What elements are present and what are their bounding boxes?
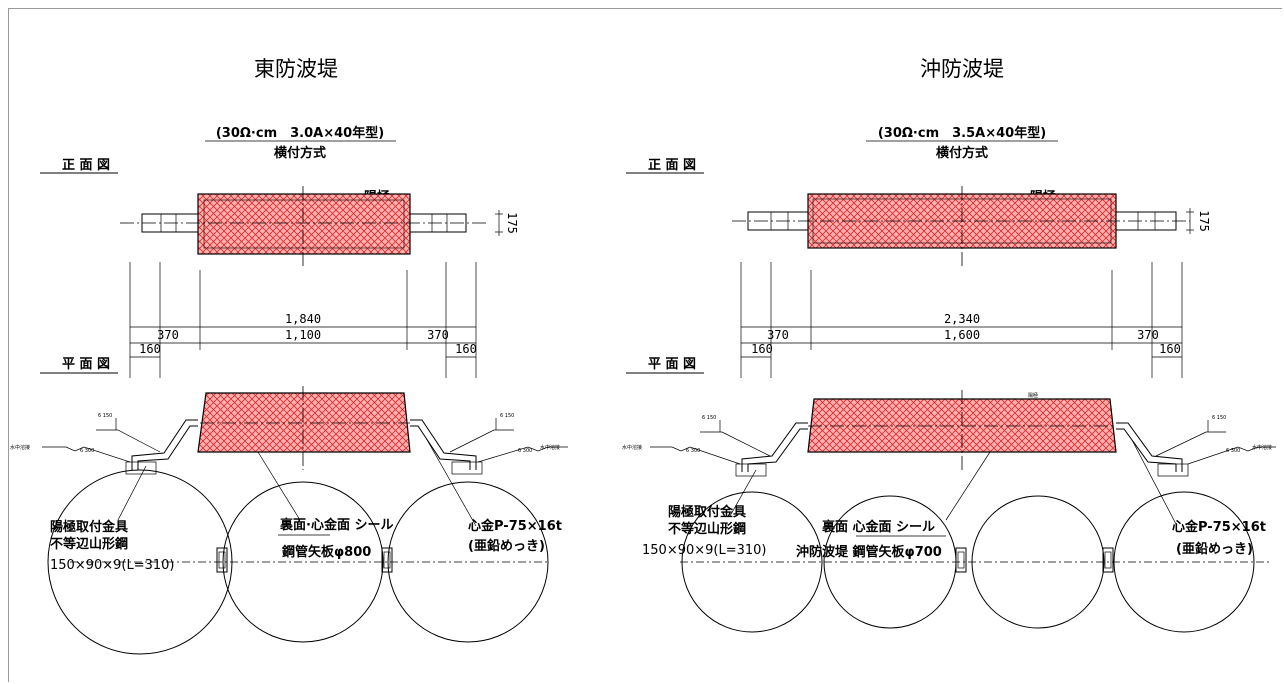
dim-height: 175 bbox=[1197, 210, 1211, 232]
dim-small-left: 160 bbox=[139, 342, 161, 356]
dim-mid: 1,100 bbox=[285, 328, 321, 342]
spec-line-1: (30Ω·cm 3.5A×40年型) bbox=[878, 125, 1046, 141]
pile-3 bbox=[387, 481, 549, 643]
panel-east: 東防波堤 (30Ω·cm 3.0A×40年型) 横付方式 正 面 図 陽極 17… bbox=[10, 57, 568, 655]
dim-mid: 1,600 bbox=[944, 328, 980, 342]
weld-text-right: 水中溶接 bbox=[1252, 444, 1272, 451]
seal-label: 裏面·心金面 シール bbox=[279, 517, 393, 533]
core-line-2: (亜鉛めっき) bbox=[1176, 541, 1253, 557]
bracket-line-3: 150×90×9(L=310) bbox=[50, 558, 175, 573]
anode-plan-label: 陽極 bbox=[1028, 392, 1038, 399]
bracket-line-1: 陽極取付金具 bbox=[50, 519, 128, 535]
pile-2 bbox=[222, 481, 384, 643]
plan-view: 水中溶接 6 300 6 150 水中溶接 6 300 6 150 bbox=[10, 386, 568, 655]
weld-left-bottom: 6 300 bbox=[686, 448, 700, 454]
dim-small-right: 160 bbox=[1159, 342, 1181, 356]
dim-right: 370 bbox=[427, 328, 449, 342]
weld-right-top: 6 150 bbox=[500, 413, 514, 419]
pile-label: 鋼管矢板φ800 bbox=[281, 544, 371, 560]
weld-right-top: 6 150 bbox=[1212, 415, 1226, 421]
dim-height: 175 bbox=[505, 212, 519, 234]
plan-view: 陽極 水中溶接 6 300 6 150 水中溶接 bbox=[622, 390, 1276, 633]
weld-right-bottom: 6 300 bbox=[1226, 448, 1240, 454]
bracket-line-2: 不等辺山形鋼 bbox=[668, 521, 746, 537]
dim-right: 370 bbox=[1137, 328, 1159, 342]
anode-plan bbox=[197, 392, 411, 453]
front-view: 陽極 175 bbox=[120, 186, 519, 268]
bracket-line-3: 150×90×9(L=310) bbox=[642, 543, 767, 558]
dim-total: 2,340 bbox=[944, 312, 980, 326]
bracket-line-1: 陽極取付金具 bbox=[668, 504, 746, 520]
dim-left: 370 bbox=[767, 328, 789, 342]
drawing-frame bbox=[8, 8, 1282, 682]
dimensions: 1,840 370 1,100 370 160 160 bbox=[129, 262, 477, 378]
anode-front bbox=[197, 193, 411, 255]
panel-title: 沖防波堤 bbox=[920, 57, 1004, 81]
dim-left: 370 bbox=[157, 328, 179, 342]
front-view-label: 正 面 図 bbox=[648, 158, 696, 173]
weld-left-bottom: 6 300 bbox=[80, 448, 94, 454]
dim-small-left: 160 bbox=[751, 342, 773, 356]
weld-left-top: 6 150 bbox=[98, 413, 112, 419]
pile-label: 沖防波堤 鋼管矢板φ700 bbox=[796, 544, 942, 560]
panel-title: 東防波堤 bbox=[254, 57, 338, 81]
front-view-label: 正 面 図 bbox=[62, 158, 110, 173]
plan-view-label: 平 面 図 bbox=[62, 357, 110, 372]
core-line-2: (亜鉛めっき) bbox=[468, 538, 545, 554]
core-line-1: 心金P-75×16t bbox=[1172, 519, 1266, 535]
dimensions: 2,340 370 1,600 370 160 160 bbox=[740, 262, 1183, 378]
panel-offshore: 沖防波堤 (30Ω·cm 3.5A×40年型) 横付方式 正 面 図 陽極 17… bbox=[622, 57, 1276, 633]
spec-line-2: 横付方式 bbox=[274, 145, 326, 161]
front-view: 陽極 175 bbox=[732, 186, 1211, 268]
weld-right-bottom: 6 300 bbox=[518, 448, 532, 454]
dim-total: 1,840 bbox=[285, 312, 321, 326]
spec-line-1: (30Ω·cm 3.0A×40年型) bbox=[216, 125, 384, 141]
weld-text-right: 水中溶接 bbox=[540, 444, 560, 451]
dim-small-right: 160 bbox=[455, 342, 477, 356]
plan-view-label: 平 面 図 bbox=[648, 357, 696, 372]
weld-left-top: 6 150 bbox=[702, 415, 716, 421]
weld-text-left: 水中溶接 bbox=[10, 444, 30, 451]
weld-text-left: 水中溶接 bbox=[622, 444, 642, 451]
core-line-1: 心金P-75×16t bbox=[468, 518, 562, 534]
spec-line-2: 横付方式 bbox=[936, 145, 988, 161]
seal-label: 裏面 心金面 シール bbox=[821, 519, 935, 535]
bracket-line-2: 不等辺山形鋼 bbox=[50, 536, 128, 552]
